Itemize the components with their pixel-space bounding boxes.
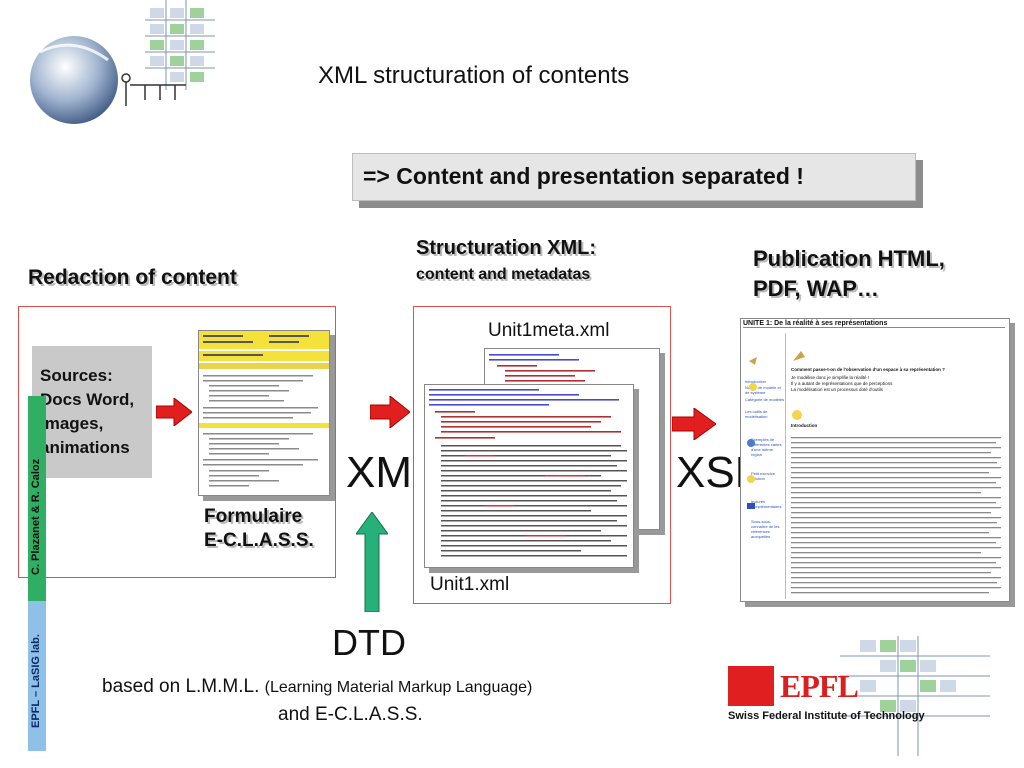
decorative-grid-bottom: [840, 636, 990, 756]
left-heading: Redaction of content: [28, 266, 237, 289]
published-intro-line: Il y a autant de représentations que de …: [791, 381, 893, 386]
lab-vertical-text: EPFL – LaSIG lab.: [30, 634, 42, 728]
nav-link[interactable]: Introduction: [745, 379, 766, 384]
middle-heading-line1: Structuration XML:: [416, 237, 596, 259]
arrow-xml-to-xsl: [671, 407, 717, 445]
sources-text: Sources: Docs Word, images, animations: [40, 366, 135, 457]
published-page-thumbnail: UNITE 1: De la réalité à ses représentat…: [740, 318, 1010, 602]
author-vertical-text: C. Plazanet & R. Caloz: [30, 458, 42, 575]
nav-link[interactable]: Catégorie de modèles: [745, 397, 785, 402]
right-heading-line1: Publication HTML,: [753, 246, 945, 271]
nav-link[interactable]: lectures complémentaires: [751, 499, 782, 509]
published-nav: Introduction Notion de modèle et de syst…: [743, 333, 786, 599]
nav-link[interactable]: Notion de modèle et de système: [745, 385, 781, 395]
arrow-sources-to-form: [155, 396, 193, 431]
nav-link[interactable]: Petit exercice solution: [751, 471, 776, 481]
form-label-line2: E-C.L.A.S.S.: [204, 530, 314, 551]
and-eclass-text: and E-C.L.A.S.S.: [278, 704, 423, 725]
based-on-text: based on L.M.M.L. (Learning Material Mar…: [102, 676, 532, 698]
author-sidebar: [28, 396, 46, 601]
based-on-lmml: based on L.M.M.L.: [102, 676, 260, 697]
published-intro-line: La modélisation est un processus doté d'…: [791, 387, 883, 392]
right-heading-line2: PDF, WAP…: [753, 276, 879, 301]
dtd-label: DTD: [332, 622, 406, 663]
epfl-logo: EPFL Swiss Federal Institute of Technolo…: [728, 666, 925, 726]
sources-box: Sources: Docs Word, images, animations: [32, 346, 152, 478]
nav-link[interactable]: Les outils de modélisation: [745, 409, 768, 419]
published-page-title: UNITE 1: De la réalité à ses représentat…: [743, 320, 1005, 328]
unit-file-label: Unit1.xml: [430, 574, 510, 595]
lab-sidebar: [28, 601, 46, 751]
published-question: Comment passe-t-on de l'observation d'un…: [791, 367, 945, 372]
published-section-title: Introduction: [791, 423, 818, 428]
nav-link[interactable]: Sous-sous- connaître de les références a…: [751, 519, 780, 539]
meta-file-label: Unit1meta.xml: [488, 320, 610, 341]
form-label-line1: Formulaire: [204, 506, 303, 527]
slide-title: XML structuration of contents: [318, 62, 630, 89]
unit-xml-thumbnail: [424, 384, 634, 568]
nav-link[interactable]: Exemples de différentes cartes d'une mêm…: [751, 437, 782, 457]
arrow-dtd-to-xml: [355, 511, 389, 617]
published-intro-line: Je modélise donc je simplifie la réalité…: [791, 375, 870, 380]
lmml-fullname: (Learning Material Markup Language): [264, 679, 533, 696]
arrow-form-to-xml: [369, 394, 411, 433]
epfl-tagline: Swiss Federal Institute of Technology: [728, 710, 925, 722]
banner-text: => Content and presentation separated !: [363, 163, 804, 189]
eclass-form-thumbnail: [198, 330, 330, 496]
lab-logo-graphic: [0, 0, 240, 130]
banner-box: => Content and presentation separated !: [352, 153, 916, 201]
epfl-logo-text: EPFL: [780, 668, 859, 704]
epfl-logo-mark: [728, 666, 774, 706]
middle-heading-line2: content and metadatas: [416, 266, 591, 283]
